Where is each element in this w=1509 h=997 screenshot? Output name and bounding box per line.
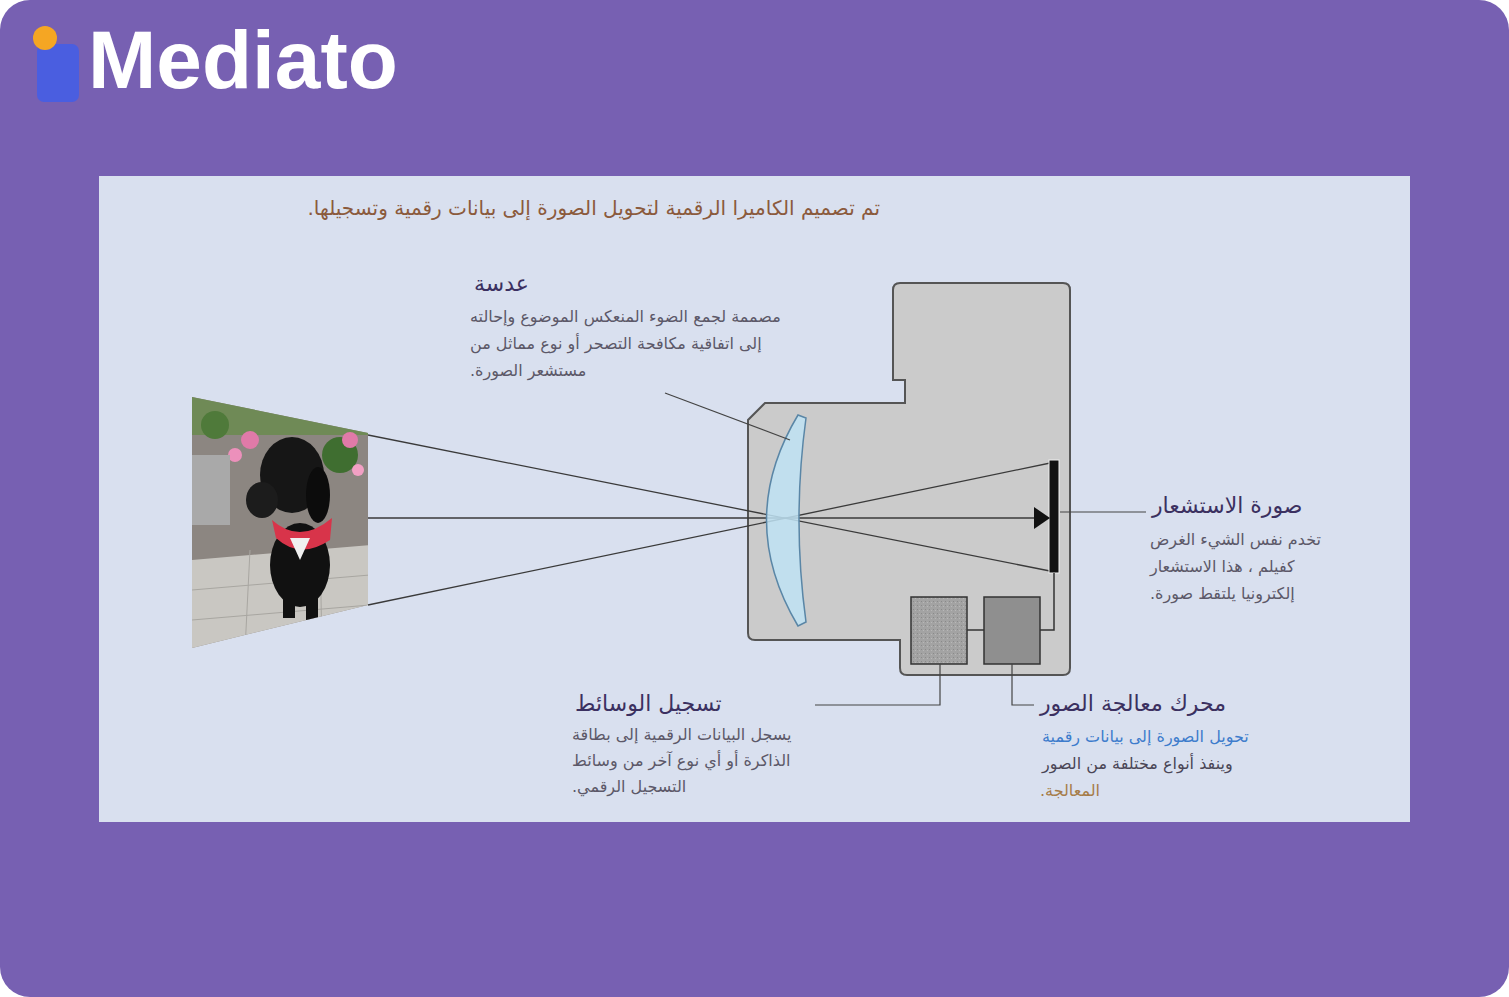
callout-text: مصممة لجمع الضوء المنعكس الموضوع وإحالته… [470, 303, 805, 384]
diagram-title: تم تصميم الكاميرا الرقمية لتحويل الصورة … [308, 194, 881, 222]
tile-line [245, 550, 250, 650]
signal-wire [1040, 573, 1054, 630]
light-ray [368, 462, 1055, 605]
dog-leg [283, 580, 295, 618]
photo-flower [241, 431, 259, 449]
leader-line [1060, 511, 1146, 512]
photo-leaf [201, 411, 229, 439]
callout-heading: محرك معالجة الصور [1040, 688, 1226, 720]
leader-line [665, 393, 790, 440]
diagram-panel [99, 176, 1410, 822]
dog-snout [246, 482, 278, 518]
photo-flower [342, 432, 358, 448]
brand-name: Mediato [88, 12, 398, 108]
callout-heading: صورة الاستشعار [1152, 490, 1303, 522]
callout-text: يسجل البيانات الرقمية إلى بطاقة الذاكرة … [572, 722, 837, 800]
recording-unit [911, 597, 967, 664]
signal-wire [967, 629, 984, 631]
callout-text: وينفذ أنواع مختلفة من الصور [1042, 751, 1233, 777]
dog-ear [306, 467, 330, 523]
callout-heading: تسجيل الوسائط [575, 688, 722, 720]
dog-scarf-pattern [290, 538, 310, 560]
light-ray [368, 517, 1038, 518]
photo-flower [352, 464, 364, 476]
leader-line [815, 664, 940, 705]
callout-text: تخدم نفس الشيء الغرض كفيلم ، هذا الاستشع… [1150, 526, 1340, 607]
logo-bar [37, 44, 79, 102]
photo-pot [192, 455, 230, 525]
callout-heading: عدسة [474, 268, 529, 300]
dog-photo [190, 395, 370, 650]
light-ray [368, 435, 1055, 572]
camera-body [748, 283, 1070, 675]
tile-line [192, 605, 370, 620]
lens-element [767, 415, 807, 626]
image-sensor [1049, 460, 1059, 573]
dog-leg [306, 580, 318, 620]
processing-unit [984, 597, 1040, 664]
photo-flower [228, 448, 242, 462]
leader-line [1012, 664, 1034, 705]
callout-text: المعالجة. [1040, 778, 1100, 804]
callout-text: تحويل الصورة إلى بيانات رقمية [1042, 724, 1249, 750]
photo-ground [190, 395, 370, 650]
logo-dot [33, 26, 57, 50]
ray-arrowhead [1034, 507, 1050, 529]
